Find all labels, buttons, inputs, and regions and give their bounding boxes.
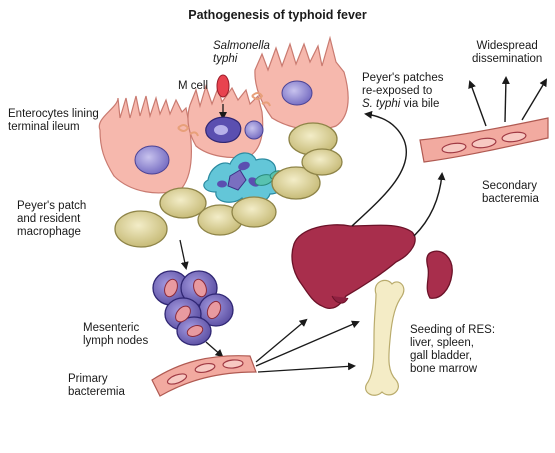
peyer-cell — [159, 187, 207, 219]
blood-cell — [471, 137, 497, 149]
m-cell-label: M cell — [178, 80, 209, 92]
peyer-cell — [114, 210, 168, 248]
arrow-to-liver — [255, 318, 308, 363]
bacterium — [164, 278, 178, 298]
arrow-to-spleen — [255, 320, 360, 367]
arrow-to-bone-marrow — [257, 362, 356, 373]
m-cell-nucleus — [214, 125, 228, 135]
m-cell-region — [205, 74, 264, 143]
blood-cell — [501, 131, 527, 143]
enterocyte-nucleus — [244, 120, 264, 140]
spleen — [426, 250, 453, 299]
peyer-cell — [271, 166, 321, 200]
blood-cell — [441, 142, 467, 154]
salmonella-bacterium-icon — [216, 74, 230, 98]
arrow-to-lymph-nodes — [179, 239, 189, 270]
diagram-title: Pathogenesis of typhoid fever — [188, 8, 367, 22]
enterocyte-left — [98, 95, 192, 194]
bacterium — [175, 305, 191, 323]
bacterium — [206, 300, 222, 320]
arrow-to-secondary-bacteremia — [413, 172, 446, 237]
seeding-res-label: Seeding of RES:liver, spleen,gall bladde… — [410, 324, 496, 375]
enterocyte-nucleus — [281, 80, 313, 106]
resident-macrophage — [203, 152, 285, 204]
liver-gall-bladder — [331, 295, 349, 304]
blood-cell — [194, 362, 216, 374]
blood-cell — [222, 359, 244, 369]
blood-cell — [166, 373, 188, 385]
primary-bacteremia-vessel — [151, 355, 257, 397]
mesenteric-lymph-nodes — [152, 270, 234, 346]
cell-junction — [251, 92, 271, 107]
peyer-cell — [301, 148, 343, 176]
dissemination-arrow — [501, 76, 510, 123]
secondary-bacteremia-vessel — [419, 117, 549, 163]
arrow-to-primary-bacteremia — [205, 341, 224, 358]
dissemination-arrow — [521, 78, 548, 121]
enterocyte-nucleus — [134, 145, 170, 175]
cell-junction — [177, 124, 199, 137]
bacterium — [186, 325, 204, 337]
bone — [365, 279, 405, 396]
dissemination-arrow — [468, 80, 487, 127]
bacterium — [193, 278, 207, 298]
peyers-patch — [114, 122, 343, 248]
peyer-cell — [231, 196, 277, 228]
arrow-reexposure-via-bile — [351, 110, 407, 227]
liver — [291, 224, 416, 310]
